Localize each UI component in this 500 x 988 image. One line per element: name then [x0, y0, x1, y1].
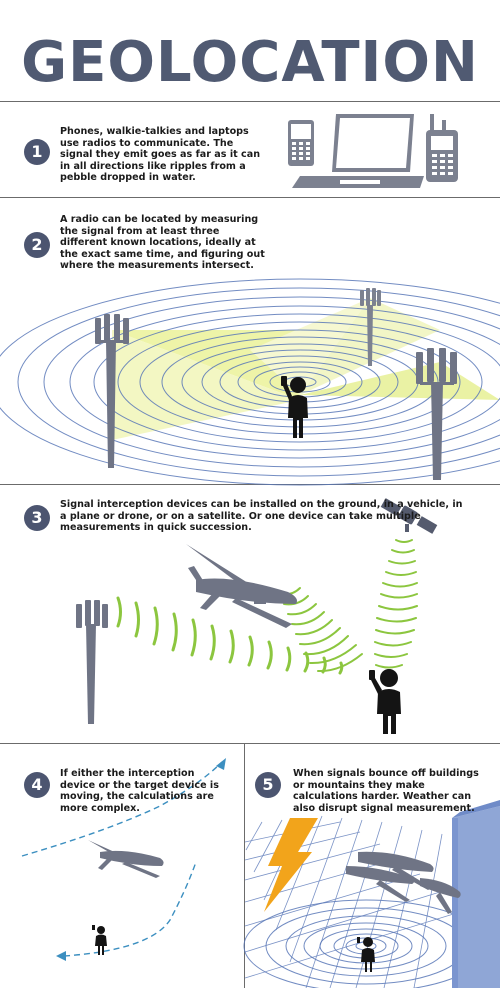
step-badge-1: 1 — [24, 139, 50, 165]
cell-tower-icon — [76, 600, 108, 724]
cell-tower-icon — [416, 348, 457, 480]
divider-vertical — [244, 743, 245, 988]
walkie-talkie-icon — [426, 114, 458, 182]
step-text-5: When signals bounce off buildings or mou… — [293, 768, 479, 814]
person-with-phone-icon — [357, 937, 375, 972]
cell-tower-icon — [360, 288, 381, 366]
signal-waves-tower — [116, 596, 344, 675]
step-badge-3: 3 — [24, 505, 50, 531]
cell-tower-icon — [95, 314, 129, 468]
arrow-head-icon — [216, 758, 226, 770]
arrow-head-icon — [56, 951, 66, 961]
building-icon — [452, 800, 500, 988]
drone-icon — [88, 840, 164, 878]
divider-4 — [0, 743, 500, 744]
motion-path-person — [63, 861, 197, 957]
mobile-phone-icon — [288, 120, 314, 166]
signal-waves-drone — [279, 587, 363, 673]
person-with-phone-icon — [369, 669, 401, 734]
satellite-icon — [380, 498, 438, 534]
person-with-phone-icon — [92, 925, 107, 955]
grid-floor — [244, 815, 461, 988]
step-text-3: Signal interception devices can be insta… — [60, 499, 463, 534]
divider-2 — [0, 197, 500, 198]
step-badge-5: 5 — [255, 772, 281, 798]
drone-icon — [186, 544, 297, 628]
step-badge-4: 4 — [24, 772, 50, 798]
step-text-2: A radio can be located by measuring the … — [60, 214, 265, 272]
step-text-4: If either the interception device or the… — [60, 768, 219, 814]
page-title: GEOLOCATION — [21, 30, 479, 95]
laptop-icon — [292, 114, 424, 188]
lightning-icon — [264, 818, 318, 912]
signal-ripples — [0, 278, 500, 486]
motion-path-drone — [21, 761, 223, 857]
step-badge-2: 2 — [24, 232, 50, 258]
divider-3 — [0, 484, 500, 485]
step-text-1: Phones, walkie-talkies and laptops use r… — [60, 126, 261, 184]
person-with-phone-icon — [281, 376, 308, 438]
divider-1 — [0, 101, 500, 102]
signal-waves-satellite — [374, 539, 418, 669]
drone-icon — [346, 851, 461, 914]
